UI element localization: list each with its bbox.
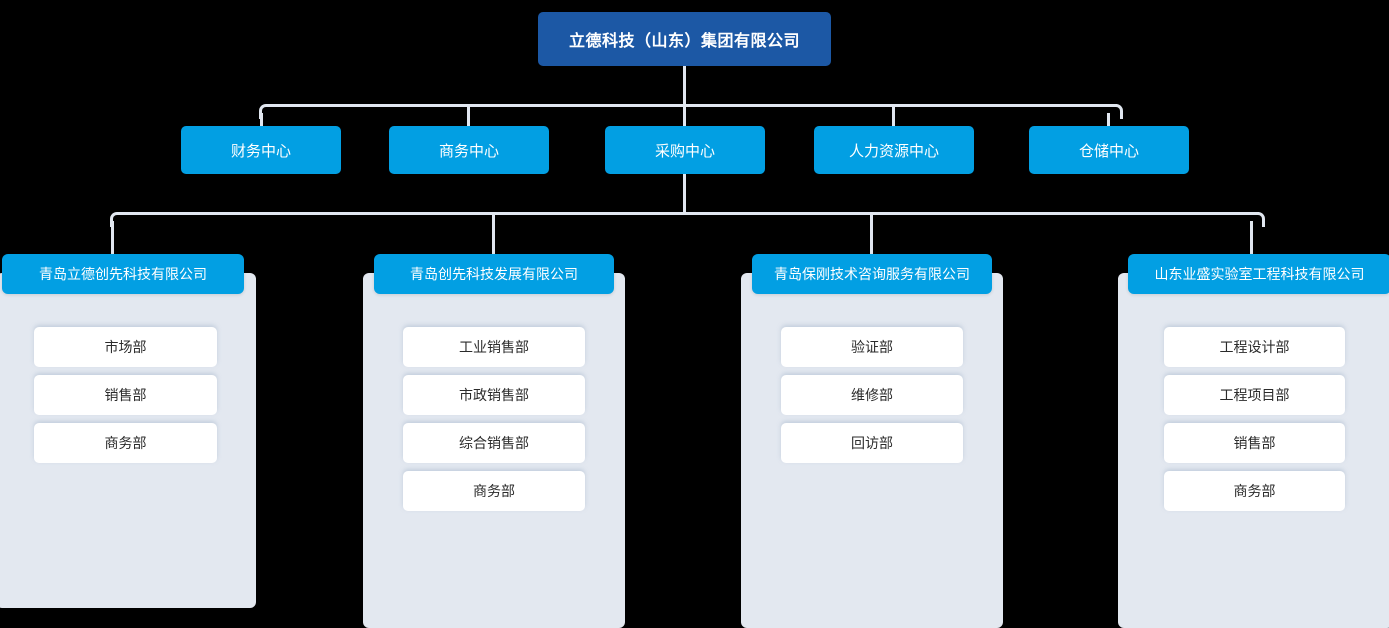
department-item[interactable]: 工程项目部 <box>1164 375 1345 415</box>
company-header-2[interactable]: 青岛创先科技发展有限公司 <box>374 254 614 294</box>
department-item[interactable]: 工业销售部 <box>403 327 585 367</box>
department-item[interactable]: 市场部 <box>34 327 217 367</box>
department-label: 销售部 <box>104 388 147 404</box>
connector-level2-left-cap <box>259 104 274 119</box>
department-label: 商务部 <box>1233 484 1276 500</box>
department-item[interactable]: 市政销售部 <box>403 375 585 415</box>
connector-drop-purchasing <box>683 107 686 126</box>
department-item[interactable]: 验证部 <box>781 327 963 367</box>
department-item[interactable]: 销售部 <box>34 375 217 415</box>
department-label: 工程设计部 <box>1219 340 1290 356</box>
department-item[interactable]: 维修部 <box>781 375 963 415</box>
center-node-purchasing[interactable]: 采购中心 <box>605 126 765 174</box>
connector-purchasing-stem <box>683 174 686 214</box>
center-node-finance[interactable]: 财务中心 <box>181 126 341 174</box>
connector-drop-business <box>467 107 470 126</box>
department-label: 市政销售部 <box>459 388 529 404</box>
department-item[interactable]: 综合销售部 <box>403 423 585 463</box>
company-header-3[interactable]: 青岛保刚技术咨询服务有限公司 <box>752 254 992 294</box>
department-item[interactable]: 回访部 <box>781 423 963 463</box>
center-label-warehouse: 仓储中心 <box>1078 141 1139 160</box>
connector-level3-left-cap <box>110 212 125 227</box>
department-list-1: 市场部 销售部 商务部 <box>34 327 217 463</box>
connector-level2-right-cap <box>1108 104 1123 119</box>
company-name-3: 青岛保刚技术咨询服务有限公司 <box>774 267 970 283</box>
department-list-3: 验证部 维修部 回访部 <box>781 327 963 463</box>
center-label-finance: 财务中心 <box>230 141 291 160</box>
department-label: 市场部 <box>104 340 147 356</box>
department-label: 验证部 <box>851 340 893 356</box>
connector-drop-warehouse <box>1107 113 1110 126</box>
root-node-group-company[interactable]: 立德科技（山东）集团有限公司 <box>538 12 831 66</box>
department-item[interactable]: 商务部 <box>34 423 217 463</box>
connector-level3-right-cap <box>1250 212 1265 227</box>
connector-level3-bus <box>119 212 1259 215</box>
department-label: 商务部 <box>473 484 515 500</box>
department-item[interactable]: 工程设计部 <box>1164 327 1345 367</box>
company-header-4[interactable]: 山东业盛实验室工程科技有限公司 <box>1128 254 1389 294</box>
center-label-business: 商务中心 <box>438 141 499 160</box>
connector-drop-company-3 <box>870 215 873 254</box>
department-item[interactable]: 销售部 <box>1164 423 1345 463</box>
department-list-2: 工业销售部 市政销售部 综合销售部 商务部 <box>403 327 585 511</box>
department-label: 回访部 <box>851 436 893 452</box>
department-label: 维修部 <box>851 388 893 404</box>
center-label-hr: 人力资源中心 <box>848 141 939 160</box>
department-item[interactable]: 商务部 <box>403 471 585 511</box>
company-header-1[interactable]: 青岛立德创先科技有限公司 <box>2 254 244 294</box>
center-node-hr[interactable]: 人力资源中心 <box>814 126 974 174</box>
department-label: 商务部 <box>104 436 147 452</box>
company-name-2: 青岛创先科技发展有限公司 <box>410 267 578 283</box>
department-label: 综合销售部 <box>459 436 529 452</box>
department-label: 销售部 <box>1233 436 1276 452</box>
connector-drop-company-2 <box>492 215 495 254</box>
connector-drop-company-4 <box>1250 221 1253 254</box>
center-node-business[interactable]: 商务中心 <box>389 126 549 174</box>
root-node-label: 立德科技（山东）集团有限公司 <box>568 31 800 50</box>
connector-drop-finance <box>260 113 263 126</box>
connector-level2-bus <box>268 104 1117 107</box>
department-list-4: 工程设计部 工程项目部 销售部 商务部 <box>1164 327 1345 511</box>
center-label-purchasing: 采购中心 <box>654 141 715 160</box>
connector-root-stem <box>683 66 686 106</box>
department-item[interactable]: 商务部 <box>1164 471 1345 511</box>
connector-drop-hr <box>892 107 895 126</box>
connector-drop-company-1 <box>111 221 114 254</box>
department-label: 工业销售部 <box>459 340 529 356</box>
center-node-warehouse[interactable]: 仓储中心 <box>1029 126 1189 174</box>
department-label: 工程项目部 <box>1219 388 1290 404</box>
company-name-1: 青岛立德创先科技有限公司 <box>39 267 207 283</box>
company-name-4: 山东业盛实验室工程科技有限公司 <box>1154 267 1365 283</box>
